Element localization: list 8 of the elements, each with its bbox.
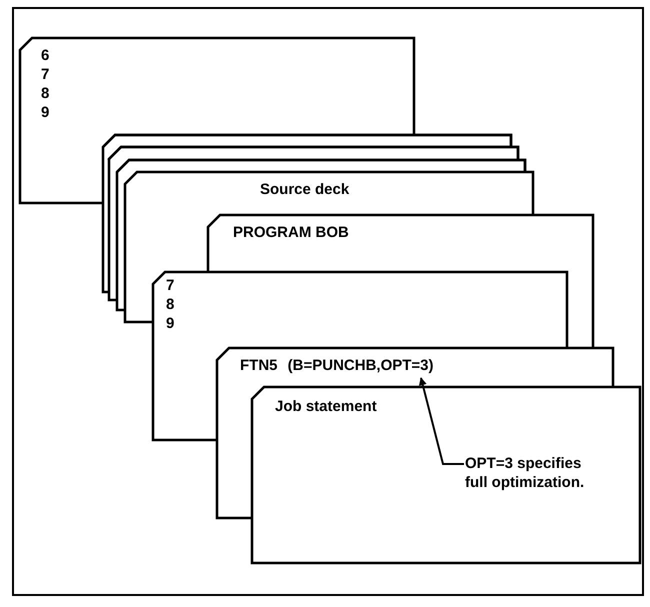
card-text: FTN5 (B=PUNCHB,OPT=3): [240, 356, 435, 375]
card-text: PROGRAM BOB: [233, 223, 350, 242]
card-text: Source deck: [260, 180, 350, 199]
leader-line: [418, 377, 464, 465]
card-text: 6 7 8 9: [41, 46, 50, 122]
card-text: 7 8 9: [166, 276, 176, 333]
callout-note: OPT=3 specifies full optimization.: [465, 454, 586, 492]
card-text: Job statement: [275, 397, 378, 416]
